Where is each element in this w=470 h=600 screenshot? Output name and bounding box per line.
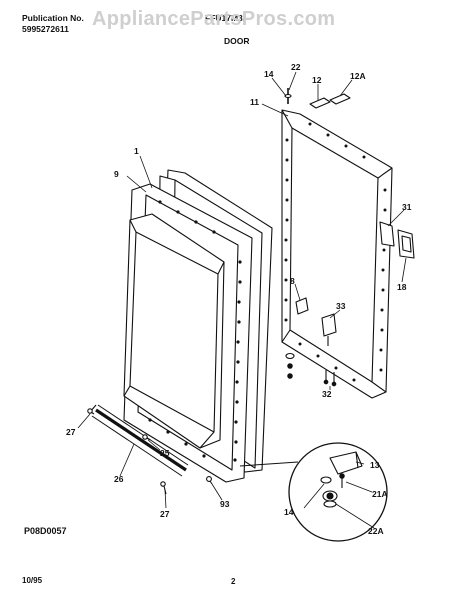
callout-18: 18 bbox=[397, 282, 407, 292]
callout-27-left: 27 bbox=[66, 427, 76, 437]
page-number: 2 bbox=[231, 577, 236, 586]
callout-22a: 22A bbox=[368, 526, 384, 536]
handle-bar bbox=[89, 404, 189, 477]
callout-26: 26 bbox=[114, 474, 124, 484]
cam-block bbox=[321, 313, 337, 346]
callout-31: 31 bbox=[402, 202, 412, 212]
section-title: DOOR bbox=[224, 36, 250, 46]
publication-number: 5995272611 bbox=[22, 24, 69, 34]
callout-14-top: 14 bbox=[264, 69, 274, 79]
callout-8: 8 bbox=[290, 276, 295, 286]
revision-date: 10/95 bbox=[22, 576, 43, 585]
callout-32: 32 bbox=[322, 389, 332, 399]
callout-12a: 12A bbox=[350, 71, 366, 81]
callout-12: 12 bbox=[312, 75, 322, 85]
callout-21a: 21A bbox=[372, 489, 388, 499]
latch-assembly bbox=[379, 221, 415, 259]
callout-13: 13 bbox=[370, 460, 380, 470]
hinge-plates bbox=[309, 93, 351, 109]
callout-1: 1 bbox=[134, 146, 139, 156]
detail-circle bbox=[239, 442, 388, 542]
callout-14-detail: 14 bbox=[284, 507, 294, 517]
watermark: AppliancePartsPros.com bbox=[92, 8, 336, 30]
callout-25: 25 bbox=[160, 448, 170, 458]
callout-27-bottom: 27 bbox=[160, 509, 170, 519]
callout-22: 22 bbox=[291, 62, 301, 72]
callout-11: 11 bbox=[250, 97, 259, 107]
door-frame bbox=[281, 109, 393, 399]
callout-33: 33 bbox=[336, 301, 346, 311]
callout-9: 9 bbox=[114, 169, 119, 179]
screws bbox=[87, 408, 213, 495]
bottom-hinge-parts bbox=[285, 352, 337, 387]
hinge-pin bbox=[284, 88, 292, 104]
publication-label: Publication No. bbox=[22, 13, 84, 23]
model-number: FFU17M3/ bbox=[205, 13, 246, 23]
callout-93: 93 bbox=[220, 499, 230, 509]
leader-lines bbox=[77, 71, 407, 529]
bracket bbox=[295, 297, 309, 315]
drawing-code: P08D0057 bbox=[24, 526, 67, 536]
door-liner bbox=[123, 183, 253, 483]
